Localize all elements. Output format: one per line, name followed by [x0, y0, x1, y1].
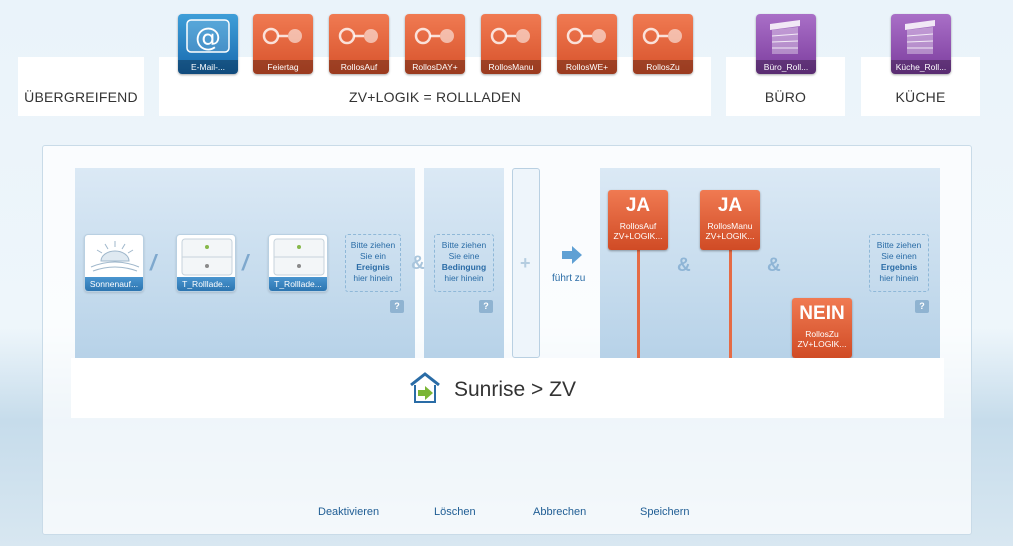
shutter-icon — [905, 20, 935, 54]
result-group: ZV+LOGIK... — [705, 231, 755, 241]
switch-icon — [273, 238, 325, 276]
deactivate-button[interactable]: Deaktivieren — [318, 506, 380, 518]
tile-label: Küche_Roll... — [891, 60, 951, 74]
email-icon: @ — [186, 19, 230, 53]
tile-rollosauf[interactable]: RollosAuf — [329, 14, 389, 74]
drop-text: Sie eine — [448, 251, 480, 261]
room-label: BÜRO — [764, 89, 807, 105]
conditions-zone — [424, 168, 504, 358]
and-operator: & — [411, 253, 425, 274]
add-zone[interactable]: + — [512, 168, 540, 358]
result-ja-rollosmanu[interactable]: JA RollosManu ZV+LOGIK... — [700, 190, 760, 250]
drop-text-emphasis: Ergebnis — [880, 262, 918, 272]
switch-icon — [181, 238, 233, 276]
drop-text: hier hinein — [879, 273, 919, 283]
room-label: KÜCHE — [895, 89, 946, 105]
leads-to-label: führt zu — [552, 273, 586, 284]
cancel-button[interactable]: Abbrechen — [533, 506, 587, 518]
tile-email[interactable]: @ E-Mail-... — [178, 14, 238, 74]
drop-text: Bitte ziehen — [441, 240, 487, 250]
tile-rolloszu[interactable]: RollosZu — [633, 14, 693, 74]
drop-text-emphasis: Bedingung — [441, 262, 487, 272]
logic-link-icon — [338, 27, 378, 45]
tile-feiertag[interactable]: Feiertag — [253, 14, 313, 74]
tile-label: RollosAuf — [329, 60, 389, 74]
and-operator: & — [767, 255, 781, 276]
logic-link-icon — [566, 27, 606, 45]
result-nein-rolloszu[interactable]: NEIN RollosZu ZV+LOGIK... — [792, 298, 852, 358]
tile-rollosmanu[interactable]: RollosManu — [481, 14, 541, 74]
result-ja-rollosauf[interactable]: JA RollosAuf ZV+LOGIK... — [608, 190, 668, 250]
result-group: ZV+LOGIK... — [613, 231, 663, 241]
result-connector — [637, 248, 640, 358]
tile-rollosday[interactable]: RollosDAY+ — [405, 14, 465, 74]
event-drop-target[interactable]: Bitte ziehen Sie ein Ereignis hier hinei… — [345, 234, 401, 292]
svg-text:@: @ — [195, 23, 221, 53]
add-icon: + — [520, 253, 531, 273]
room-ubergreifend[interactable]: ÜBERGREIFEND — [18, 57, 144, 116]
or-operator: / — [150, 250, 157, 275]
result-status: NEIN — [799, 303, 845, 324]
tile-label: RollosManu — [481, 60, 541, 74]
event-rollladen-2-card[interactable]: T_Rolllade... — [268, 234, 328, 292]
room-label: ZV+LOGIK = ROLLLADEN — [348, 89, 522, 105]
result-name: RollosManu — [707, 221, 753, 231]
tile-buero-rollladen[interactable]: Büro_Roll... — [756, 14, 816, 74]
results-help-button[interactable]: ? — [915, 300, 929, 313]
result-drop-target[interactable]: Bitte ziehen Sie einen Ergebnis hier hin… — [869, 234, 929, 292]
delete-button[interactable]: Löschen — [434, 506, 476, 518]
tile-label: RollosZu — [633, 60, 693, 74]
logic-link-icon — [490, 27, 530, 45]
drop-text: Sie einen — [881, 251, 917, 261]
result-group: ZV+LOGIK... — [797, 339, 847, 349]
events-help-button[interactable]: ? — [390, 300, 404, 313]
card-caption: T_Rolllade... — [269, 277, 327, 291]
logic-link-icon — [642, 27, 682, 45]
tile-label: RollosWE+ — [557, 60, 617, 74]
tile-label: Feiertag — [253, 60, 313, 74]
drop-text: Sie ein — [360, 251, 386, 261]
arrow-right-icon — [562, 246, 582, 264]
rule-title[interactable]: Sunrise > ZV — [454, 378, 576, 401]
tile-kueche-rollladen[interactable]: Küche_Roll... — [891, 14, 951, 74]
drop-text: Bitte ziehen — [350, 240, 396, 250]
card-caption: Sonnenauf... — [85, 277, 143, 291]
drop-text-emphasis: Ereignis — [356, 262, 390, 272]
tile-label: RollosDAY+ — [405, 60, 465, 74]
logic-link-icon — [414, 27, 454, 45]
drop-text: Bitte ziehen — [876, 240, 922, 250]
tile-rolloswe[interactable]: RollosWE+ — [557, 14, 617, 74]
save-button[interactable]: Speichern — [640, 506, 690, 518]
event-rollladen-1-card[interactable]: T_Rolllade... — [176, 234, 236, 292]
tile-label: E-Mail-... — [178, 60, 238, 74]
room-kueche[interactable]: KÜCHE — [861, 57, 980, 116]
result-name: RollosAuf — [619, 221, 657, 231]
logic-link-icon — [262, 27, 302, 45]
tile-label: Büro_Roll... — [756, 60, 816, 74]
home-arrow-icon — [410, 372, 440, 403]
or-operator: / — [242, 250, 249, 275]
room-label: ÜBERGREIFEND — [24, 89, 138, 105]
and-operator: & — [677, 255, 691, 276]
card-caption: T_Rolllade... — [177, 277, 235, 291]
condition-drop-target[interactable]: Bitte ziehen Sie eine Bedingung hier hin… — [434, 234, 494, 292]
result-status: JA — [717, 195, 743, 216]
result-name: RollosZu — [805, 329, 839, 339]
result-status: JA — [625, 195, 651, 216]
event-sunrise-card[interactable]: Sonnenauf... — [84, 234, 144, 292]
result-connector — [729, 248, 732, 358]
conditions-help-button[interactable]: ? — [479, 300, 493, 313]
rule-title-bar: Sunrise > ZV — [71, 358, 944, 418]
drop-text: hier hinein — [353, 273, 393, 283]
sunrise-icon — [90, 241, 140, 272]
shutter-icon — [770, 20, 800, 54]
drop-text: hier hinein — [444, 273, 484, 283]
